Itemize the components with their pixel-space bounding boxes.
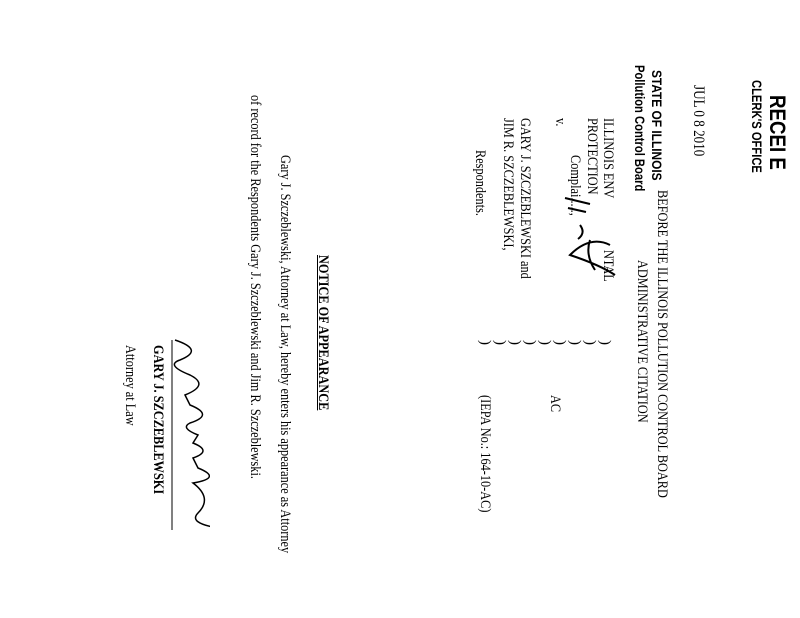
signatory-name: GARY J. SZCZEBLEWSKI (150, 345, 166, 495)
header-line-2: ADMINISTRATIVE CITATION (634, 260, 650, 423)
handwritten-signature (171, 339, 210, 530)
respondent-label: Respondents. (472, 150, 488, 216)
header-line-1: BEFORE THE ILLINOIS POLLUTION CONTROL BO… (654, 190, 670, 498)
received-stamp-title: RECEI E (765, 95, 790, 170)
complainant-name-a: ILLINOIS ENV (600, 118, 616, 199)
complainant-name-2: PROTECTION (584, 118, 600, 195)
notice-body-line-2: of record for the Respondents Gary J. Sz… (247, 95, 263, 479)
received-stamp-board: Pollution Control Board (632, 65, 648, 192)
notice-title: NOTICE OF APPEARANCE (315, 255, 331, 411)
case-type: AC (547, 395, 563, 413)
handwritten-mark (564, 197, 616, 276)
received-stamp-state: STATE OF ILLINOIS (649, 70, 665, 181)
respondent-name-2: JIM R. SZCZEBLEWSKI, (500, 118, 516, 251)
caption-parentheses: ))))))))) (477, 340, 613, 345)
versus-label: v. (552, 118, 568, 127)
notice-body-line-1: Gary J. Szczeblewski, Attorney at Law, h… (277, 155, 293, 554)
signatory-title: Attorney at Law (122, 345, 138, 426)
received-stamp-date: JUL 0 8 2010 (690, 85, 707, 157)
respondent-name-1: GARY J. SZCZEBLEWSKI and (517, 118, 533, 279)
received-stamp-office: CLERK'S OFFICE (749, 80, 765, 173)
case-number: (IEPA No.: 164-10-AC) (477, 395, 493, 513)
